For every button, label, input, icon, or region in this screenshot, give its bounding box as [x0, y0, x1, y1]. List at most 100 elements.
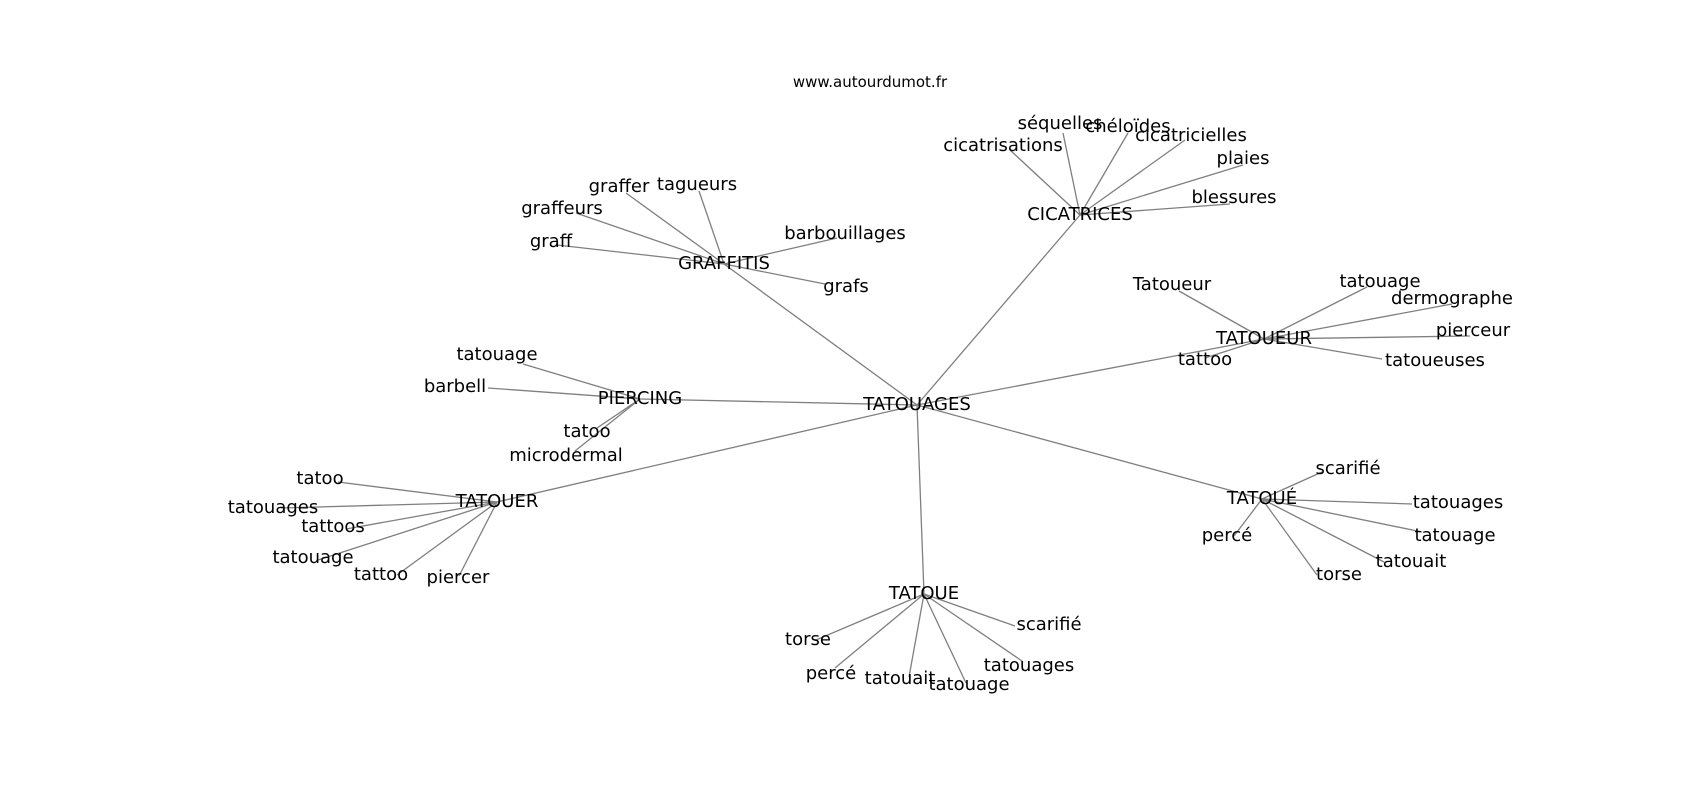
leaf-node-label: cicatrisations	[943, 135, 1063, 156]
leaf-node-label: chéloïdes	[1085, 116, 1170, 137]
edge-hub-leaf	[815, 593, 925, 641]
edge-hub-leaf	[1178, 290, 1265, 340]
edge-hub-leaf	[596, 398, 641, 429]
edge-hub-leaf	[1263, 303, 1453, 340]
leaf-node-label: tatouage	[1339, 271, 1420, 292]
edge-hub-leaf	[1062, 132, 1081, 216]
edge-hub-leaf	[1079, 203, 1231, 216]
edge-hub-leaf	[458, 501, 498, 577]
edge-hub-leaf	[1261, 498, 1413, 505]
edge-hub-leaf	[1079, 139, 1186, 216]
leaf-node-label: tattoo	[1178, 349, 1232, 370]
edge-hub-leaf	[1261, 471, 1323, 500]
edge-hub-leaf	[625, 192, 725, 265]
leaf-node-label: piercer	[427, 567, 490, 588]
edge-hub-leaf	[522, 363, 641, 400]
leaf-node-label: tatoueuses	[1385, 350, 1485, 371]
edge-center-hub	[916, 404, 925, 595]
edge-hub-leaf	[1079, 132, 1129, 216]
hub-node-label: PIERCING	[598, 388, 682, 409]
edge-center-hub	[916, 214, 1081, 406]
leaf-node-label: pierceur	[1436, 320, 1511, 341]
edge-hub-leaf	[337, 481, 498, 503]
source-label: www.autourdumot.fr	[793, 73, 948, 91]
edge-hub-leaf	[345, 501, 498, 530]
edge-center-hub	[496, 404, 918, 503]
edge-hub-leaf	[1233, 498, 1263, 537]
edge-center-hub	[916, 404, 1263, 500]
leaf-node-label: tatouage	[1414, 525, 1495, 546]
leaf-node-label: tattoo	[354, 564, 408, 585]
leaf-node-label: tatouait	[865, 668, 936, 689]
edge-hub-leaf	[1263, 338, 1383, 360]
leaf-node-label: tatouait	[1376, 551, 1447, 572]
leaf-node-label: barbouillages	[784, 223, 906, 244]
hub-node-label: TATOUER	[455, 491, 539, 512]
leaf-node-label: torse	[785, 629, 831, 650]
edge-hub-leaf	[1263, 335, 1471, 340]
center-node-label: TATOUAGES	[862, 394, 971, 415]
edge-hub-leaf	[1009, 149, 1081, 216]
leaf-node-label: dermographe	[1391, 288, 1513, 309]
leaf-node-label: tagueurs	[657, 174, 737, 195]
leaf-node-label: graffer	[589, 176, 650, 197]
edge-hub-leaf	[574, 398, 641, 452]
edge-center-hub	[639, 398, 918, 406]
leaf-node-label: tatouage	[456, 344, 537, 365]
leaf-node-label: tatoo	[296, 468, 343, 489]
edge-center-hub	[916, 338, 1265, 406]
leaf-node-label: tattoos	[301, 516, 365, 537]
hub-node-label: CICATRICES	[1027, 204, 1133, 225]
edge-hub-leaf	[723, 263, 826, 285]
leaf-node-label: blessures	[1191, 187, 1276, 208]
leaf-node-label: microdermal	[509, 445, 623, 466]
edge-hub-leaf	[908, 593, 925, 678]
edge-hub-leaf	[1261, 498, 1423, 533]
edge-hub-leaf	[1261, 498, 1385, 563]
hub-node-label: TATOUÉ	[1226, 487, 1297, 509]
edge-hub-leaf	[834, 593, 925, 669]
leaf-node-label: scarifié	[1315, 458, 1380, 479]
hub-node-label: TATOUEUR	[1215, 328, 1312, 349]
leaf-node-label: percé	[806, 663, 856, 684]
edge-hub-leaf	[1261, 498, 1318, 576]
edge-hub-leaf	[396, 501, 498, 576]
graph-labels: www.autourdumot.fr TATOUAGES GRAFFITIS gra…	[228, 73, 1513, 695]
leaf-node-label: scarifié	[1016, 614, 1081, 635]
leaf-node-label: Tatoueur	[1132, 274, 1212, 295]
leaf-node-label: tatouages	[1413, 492, 1503, 513]
leaf-node-label: tatouage	[928, 674, 1009, 695]
leaf-node-label: grafs	[823, 276, 869, 297]
hub-node-label: TATOUE	[888, 583, 959, 604]
leaf-node-label: barbell	[424, 376, 486, 397]
edge-hub-leaf	[698, 190, 725, 265]
leaf-node-label: plaies	[1217, 148, 1270, 169]
leaf-node-label: graff	[530, 231, 573, 252]
leaf-node-label: graffeurs	[521, 198, 603, 219]
leaf-node-label: tatouages	[984, 655, 1074, 676]
edge-hub-leaf	[1204, 338, 1265, 359]
leaf-node-label: tatouages	[228, 497, 318, 518]
leaf-node-label: percé	[1202, 525, 1252, 546]
edge-hub-leaf	[1079, 164, 1244, 216]
leaf-node-label: tatouage	[272, 547, 353, 568]
edge-hub-leaf	[1263, 286, 1368, 340]
leaf-node-label: tatoo	[563, 421, 610, 442]
leaf-node-label: torse	[1316, 564, 1362, 585]
edge-hub-leaf	[317, 501, 498, 561]
edge-hub-leaf	[280, 501, 498, 509]
edge-hub-leaf	[556, 244, 725, 265]
graph-edges	[280, 132, 1471, 684]
edge-hub-leaf	[487, 387, 641, 400]
edge-hub-leaf	[923, 593, 967, 684]
hub-node-label: GRAFFITIS	[678, 253, 770, 274]
edge-center-hub	[723, 263, 918, 406]
edge-hub-leaf	[923, 593, 1016, 627]
edge-hub-leaf	[923, 593, 1023, 662]
leaf-node-label: séquelles	[1018, 113, 1103, 134]
leaf-node-label: cicatricielles	[1135, 125, 1247, 146]
edge-hub-leaf	[723, 237, 838, 265]
edge-hub-leaf	[575, 212, 725, 265]
